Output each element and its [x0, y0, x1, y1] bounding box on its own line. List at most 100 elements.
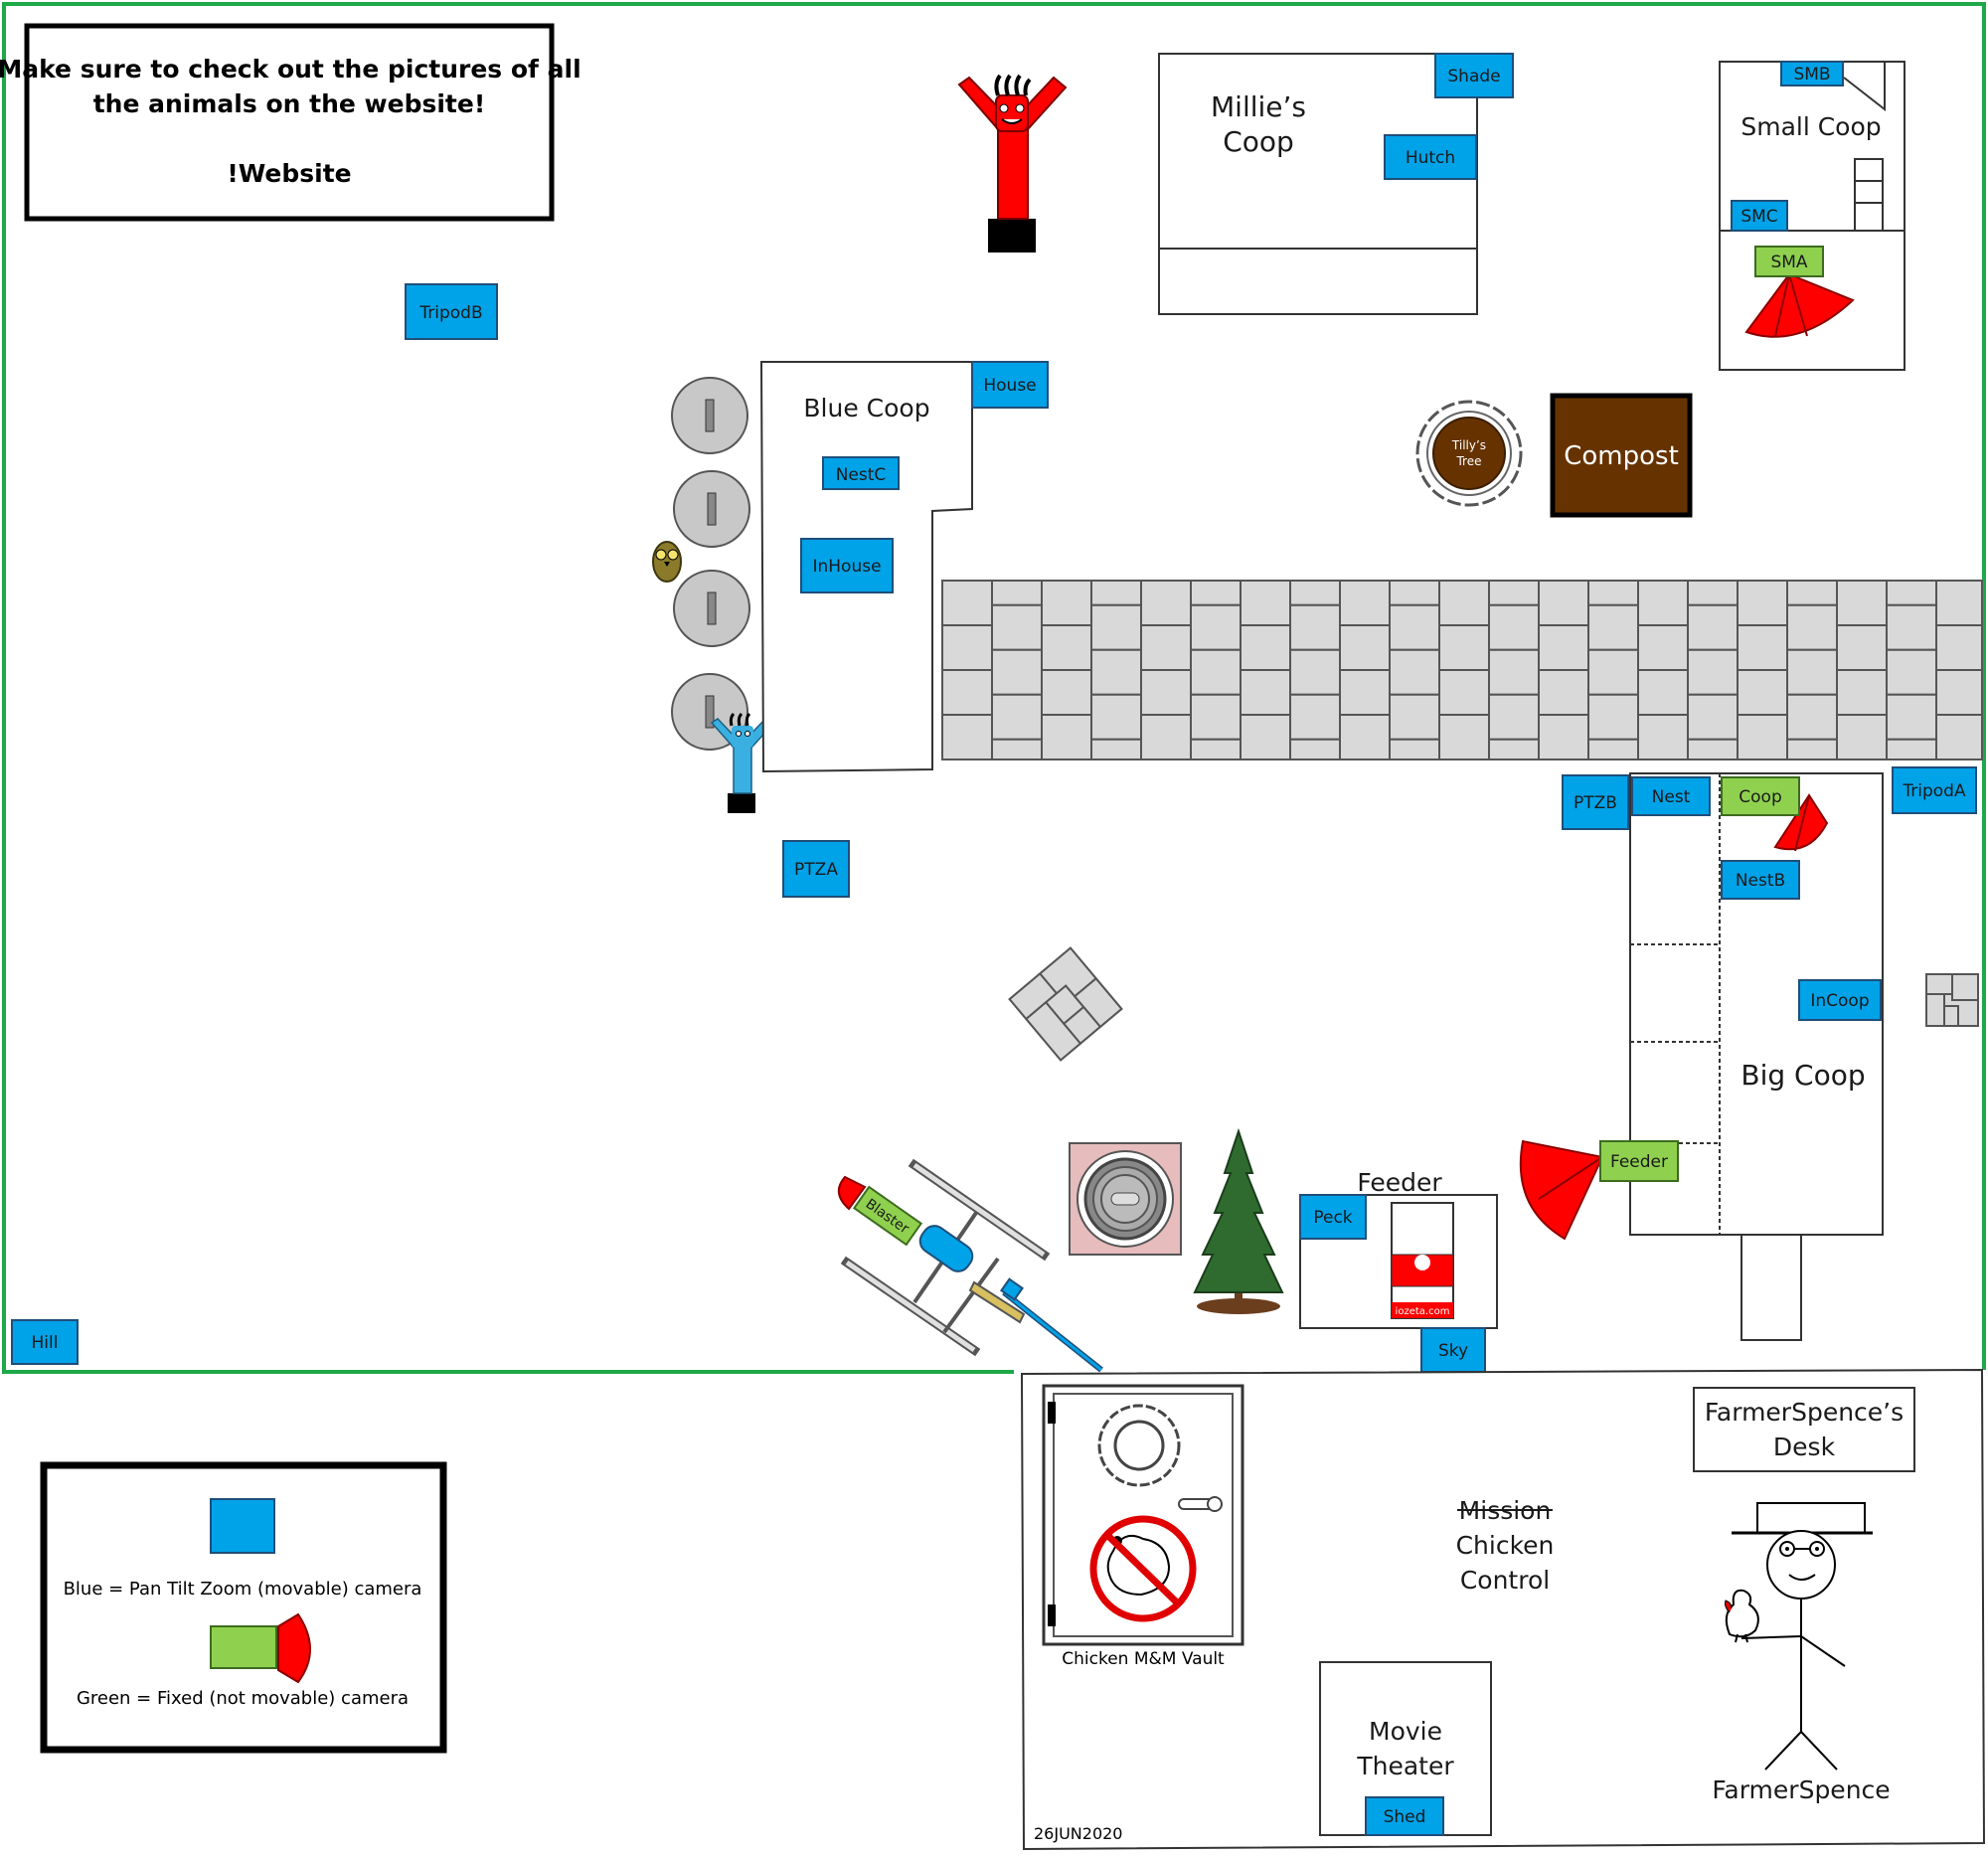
paver	[1240, 669, 1291, 716]
mission-chicken-control: Mission Chicken Control	[1456, 1496, 1555, 1595]
paver	[1140, 714, 1192, 760]
yard-border	[2, 2, 1986, 1374]
camera-hutch[interactable]: Hutch	[1384, 134, 1477, 180]
paver	[1587, 603, 1639, 651]
camera-nestb[interactable]: NestB	[1721, 860, 1800, 900]
paver	[1836, 580, 1888, 626]
camera-smb[interactable]: SMB	[1780, 61, 1844, 86]
paver	[1190, 693, 1242, 741]
camera-smb-label: SMB	[1793, 65, 1830, 84]
camera-nestc[interactable]: NestC	[822, 456, 900, 490]
paver	[1637, 580, 1689, 626]
camera-smc[interactable]: SMC	[1731, 200, 1788, 232]
camera-ptza-label: PTZA	[794, 860, 838, 880]
owl-icon	[652, 541, 682, 583]
camera-smc-label: SMC	[1740, 207, 1777, 227]
chicken-vault: Chicken M&M Vault	[1042, 1384, 1244, 1669]
paver	[1289, 738, 1341, 760]
paver	[1090, 603, 1142, 651]
paver	[1339, 714, 1391, 760]
paver	[1836, 624, 1888, 671]
camera-hutch-label: Hutch	[1406, 148, 1455, 168]
camera-incoop[interactable]: InCoop	[1798, 979, 1882, 1021]
paver	[1488, 580, 1540, 606]
paver	[1587, 738, 1639, 760]
small-coop-label: Small Coop	[1740, 112, 1881, 141]
paver	[1289, 603, 1341, 651]
camera-nest-label: Nest	[1652, 787, 1691, 807]
paver	[1886, 603, 1937, 651]
legend-ptz-swatch	[210, 1498, 275, 1554]
compost-bin: Compost	[1550, 393, 1693, 518]
paver	[1041, 580, 1092, 626]
paver	[1438, 714, 1490, 760]
theater-label-2: Theater	[1356, 1752, 1454, 1780]
paver	[1687, 580, 1739, 606]
paver	[1438, 624, 1490, 671]
camera-tripoda[interactable]: TripodA	[1892, 766, 1977, 814]
blue-tube-man	[710, 712, 774, 813]
paver	[1190, 580, 1242, 606]
paver	[1786, 603, 1838, 651]
paver	[1737, 714, 1788, 760]
paver	[1935, 580, 1983, 626]
paver	[1786, 738, 1838, 760]
camera-shade[interactable]: Shade	[1434, 53, 1514, 98]
paver	[1538, 714, 1589, 760]
paver	[1886, 693, 1937, 741]
camera-inhouse[interactable]: InHouse	[800, 538, 894, 593]
paver	[941, 624, 993, 671]
camera-ptza[interactable]: PTZA	[782, 840, 850, 898]
paver	[1935, 714, 1983, 760]
well-cover	[1069, 1142, 1182, 1256]
camera-sma[interactable]: SMA	[1744, 246, 1855, 338]
camera-peck[interactable]: Peck	[1299, 1194, 1367, 1240]
camera-tripodb-label: TripodB	[418, 303, 482, 323]
paver	[1289, 648, 1341, 696]
paver	[1836, 669, 1888, 716]
camera-blaster[interactable]: Blaster	[838, 1175, 923, 1247]
legend: Blue = Pan Tilt Zoom (movable) camera Gr…	[40, 1461, 447, 1754]
paver	[1687, 603, 1739, 651]
camera-nest[interactable]: Nest	[1631, 776, 1711, 816]
millies-coop: Millie’s Coop	[1158, 53, 1478, 315]
paver	[941, 580, 993, 626]
camera-tripodb[interactable]: TripodB	[405, 283, 498, 340]
paver	[1687, 648, 1739, 696]
telescope-blaster	[840, 1158, 1103, 1373]
paver	[1886, 580, 1937, 606]
camera-shade-label: Shade	[1447, 67, 1500, 86]
paver	[1886, 738, 1937, 760]
paver	[1389, 693, 1440, 741]
camera-feeder[interactable]: Feeder	[1519, 1139, 1679, 1241]
paver	[1389, 648, 1440, 696]
paver	[1935, 624, 1983, 671]
paver	[1438, 669, 1490, 716]
camera-hill[interactable]: Hill	[11, 1319, 79, 1365]
camera-inhouse-label: InHouse	[812, 557, 881, 577]
camera-coop-label: Coop	[1739, 787, 1781, 807]
paver	[1041, 624, 1092, 671]
camera-ptzb[interactable]: PTZB	[1562, 774, 1629, 830]
paver	[941, 714, 993, 760]
camera-house[interactable]: House	[971, 361, 1049, 409]
paver	[1389, 580, 1440, 606]
paver	[1041, 669, 1092, 716]
paver	[1488, 603, 1540, 651]
paver	[1190, 648, 1242, 696]
website-link[interactable]: !Website	[227, 159, 351, 188]
camera-coop[interactable]: Coop	[1721, 776, 1829, 852]
paver	[1289, 693, 1341, 741]
paver	[1140, 624, 1192, 671]
blue-coop-label: Blue Coop	[803, 394, 929, 422]
feeder-brand: iozeta.com	[1396, 1306, 1450, 1317]
paver	[1587, 648, 1639, 696]
feeder-label: Feeder	[1357, 1168, 1442, 1197]
camera-ptzb-label: PTZB	[1574, 793, 1617, 813]
paver	[1786, 648, 1838, 696]
camera-sky[interactable]: Sky	[1420, 1327, 1486, 1373]
red-tube-man	[957, 74, 1068, 253]
camera-shed[interactable]: Shed	[1365, 1796, 1444, 1836]
paver	[1240, 624, 1291, 671]
paver	[1637, 714, 1689, 760]
